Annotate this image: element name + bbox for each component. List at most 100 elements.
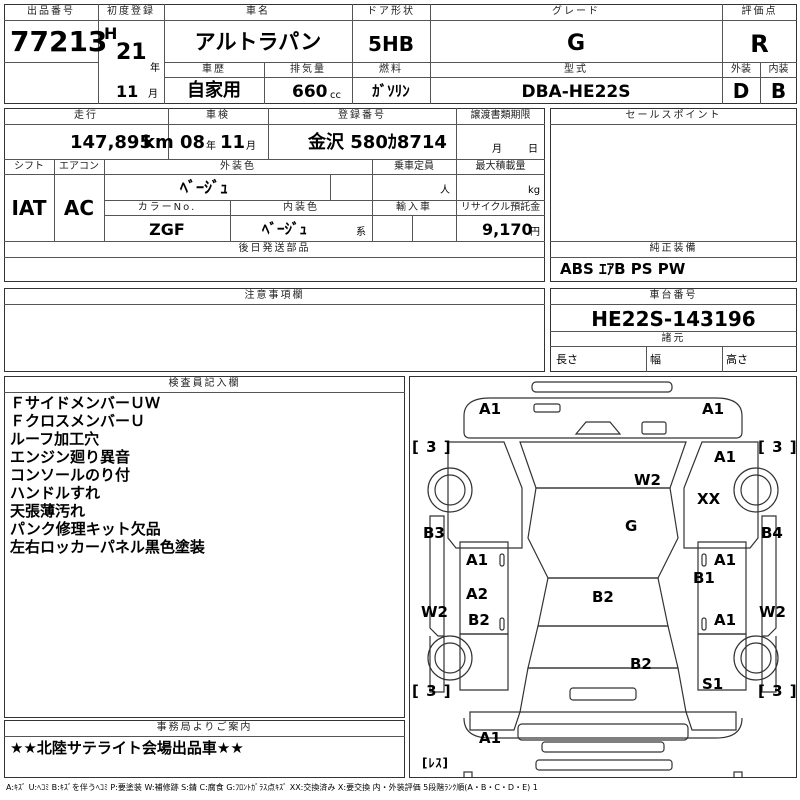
interior-color-label: 内装色 <box>283 202 319 213</box>
transfer-month-unit: 月 <box>492 144 502 155</box>
width-label: 幅 <box>650 353 661 366</box>
res-label: [ﾚｽ] <box>422 756 449 770</box>
vehicle-info-table <box>4 108 545 282</box>
capacity-label: 乗車定員 <box>394 161 434 172</box>
displacement: 660 <box>292 82 328 102</box>
note-line: ＦサイドメンバーＵＷ <box>10 394 161 412</box>
exterior-color: ﾍﾞｰｼﾞｭ <box>180 178 229 197</box>
mileage: 147,895 <box>70 132 152 153</box>
divider <box>4 20 98 21</box>
inspector-notes: ＦサイドメンバーＵＷ ＦクロスメンバーＵ ルーフ加工穴 エンジン廻り異音 コンソ… <box>10 394 400 556</box>
divider <box>4 159 545 160</box>
exterior-color-label: 外装色 <box>220 161 256 172</box>
model-code-label: 型式 <box>564 64 588 75</box>
damage-code: B1 <box>693 569 715 587</box>
damage-code: W2 <box>421 603 448 621</box>
divider <box>164 62 797 63</box>
damage-code: XX <box>697 490 721 508</box>
first-registration-label: 初度登録 <box>107 6 155 17</box>
year-unit: 年 <box>150 63 160 74</box>
divider <box>104 200 545 201</box>
bracket-count: [ 3 ] <box>412 438 452 456</box>
divider <box>4 736 405 737</box>
divider <box>98 20 164 21</box>
divider <box>164 77 797 78</box>
note-line: エンジン廻り異音 <box>10 448 131 466</box>
divider <box>550 331 797 332</box>
chassis-number: HE22S-143196 <box>591 307 756 331</box>
capacity-unit: 人 <box>440 185 450 196</box>
damage-code: B4 <box>761 524 783 542</box>
divider <box>646 346 647 372</box>
recycle-fee-label: リサイクル預託金 <box>460 202 541 213</box>
bracket-count: [ 3 ] <box>758 438 798 456</box>
divider <box>164 4 165 104</box>
mileage-label: 走行 <box>74 110 98 121</box>
divider <box>550 124 797 125</box>
divider <box>4 257 545 258</box>
divider <box>54 159 55 241</box>
model-name: アルトラパン <box>194 30 322 54</box>
note-line: ルーフ加工穴 <box>10 430 100 448</box>
max-load-label: 最大積載量 <box>475 161 526 172</box>
inspection-month: 11 <box>220 132 246 153</box>
divider <box>550 304 797 305</box>
length-label: 長さ <box>556 353 578 366</box>
era: H <box>104 24 118 43</box>
divider <box>550 257 797 258</box>
equipment: ABS ｴｱB PS PW <box>560 260 686 278</box>
transfer-deadline-label: 譲渡書類期限 <box>470 110 531 121</box>
plate-label: 登録番号 <box>338 110 386 121</box>
damage-code: G <box>625 517 638 535</box>
divider <box>722 4 723 104</box>
damage-code: A1 <box>714 448 737 466</box>
displacement-unit: cc <box>330 90 341 101</box>
note-line: パンク修理キット欠品 <box>10 520 161 538</box>
max-load-unit: kg <box>528 185 541 196</box>
registration-year: 21 <box>116 40 147 65</box>
color-number-label: カラーNo. <box>137 202 197 213</box>
car-diagram-box <box>409 376 797 778</box>
model-code: DBA-HE22S <box>521 82 631 102</box>
recycle-fee-unit: 円 <box>530 227 540 238</box>
note-line: 天張薄汚れ <box>10 502 86 520</box>
damage-code: B2 <box>592 588 614 606</box>
model-label: 車名 <box>246 6 270 17</box>
note-line: 左右ロッカーパネル黒色塗装 <box>10 538 205 556</box>
fuel-label: 燃料 <box>379 64 403 75</box>
aircon: AC <box>63 196 95 220</box>
divider <box>722 346 723 372</box>
divider <box>4 62 98 63</box>
bracket-count: [ 3 ] <box>758 682 798 700</box>
month-unit: 月 <box>148 89 158 100</box>
divider <box>550 346 797 347</box>
exterior-grade-label: 外装 <box>731 64 751 75</box>
registration-month: 11 <box>116 82 139 101</box>
plate-number: 金沢 580ｶ8714 <box>308 132 447 153</box>
header-table <box>4 4 797 104</box>
damage-code: W2 <box>759 603 786 621</box>
office-notice-label: 事務局よりご案内 <box>156 722 253 733</box>
chassis-label: 車台番号 <box>649 290 698 301</box>
divider <box>264 62 265 104</box>
divider <box>456 159 457 241</box>
damage-code: A1 <box>714 551 737 569</box>
damage-code: B2 <box>468 611 490 629</box>
height-label: 高さ <box>726 353 748 366</box>
divider <box>4 241 545 242</box>
interior-color: ﾍﾞｰｼﾞｭ <box>262 220 308 238</box>
caution-label: 注意事項欄 <box>244 290 305 301</box>
mileage-unit: km <box>143 132 174 153</box>
divider <box>168 108 169 159</box>
divider <box>412 215 413 241</box>
divider <box>104 159 105 241</box>
door-type-label: ドア形状 <box>367 6 415 17</box>
specs-label: 諸元 <box>661 333 686 344</box>
shift-label: シフト <box>14 161 44 172</box>
divider <box>430 4 431 104</box>
divider <box>4 124 545 125</box>
sales-point-label: セールスポイント <box>625 110 722 121</box>
inspection-label: 車検 <box>206 110 230 121</box>
inspection-year: 08 <box>180 132 206 153</box>
divider <box>456 108 457 159</box>
